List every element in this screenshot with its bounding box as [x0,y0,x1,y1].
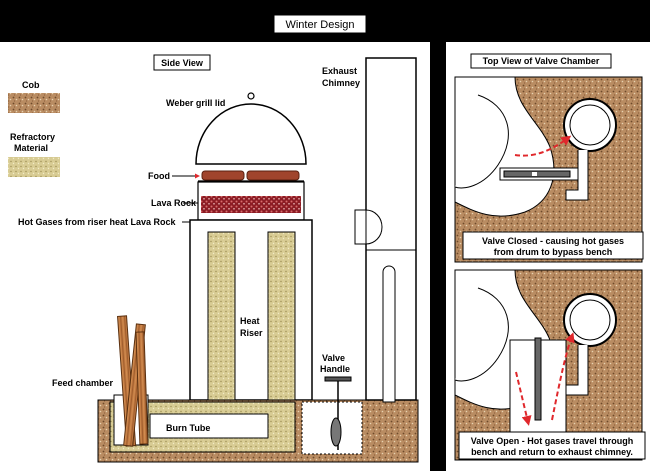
heat-riser-label-1: Heat [240,316,260,326]
exhaust-label-1: Exhaust [322,66,357,76]
legend-cob-label: Cob [22,80,40,90]
riser-wall-right [267,231,296,401]
closed-gas-flow-arrow [514,135,572,157]
closed-caption-box [462,231,644,260]
closed-caption-line-1: Valve Closed - causing hot gases [482,236,624,246]
side-view-heading-box [153,54,211,71]
cleanout-cap [365,209,383,245]
legend-refractory-label-2: Material [14,143,48,153]
food-item-1 [201,170,245,181]
burn-tube-label: Burn Tube [166,423,210,433]
hot-gases-label: Hot Gases from riser heat Lava Rock [18,217,177,227]
valve-closed-view [454,76,643,263]
riser-wall-left [207,231,236,401]
lava-rock-bed [201,196,301,213]
valve-handle-label-2: Handle [320,364,350,374]
valve-open-view [454,269,643,461]
valve-handle-label-1: Valve [322,353,345,363]
valve-pivot-closed [532,172,537,176]
open-gas-flow-up-arrow [551,332,575,421]
open-chimney-inner [569,299,611,341]
exhaust-label-2: Chimney [322,78,360,88]
legend-cob-swatch [8,93,60,113]
open-caption-box [458,431,646,460]
open-bypass-duct [565,345,589,396]
wood-stick-3 [135,331,149,445]
weber-lid-label: Weber grill lid [166,98,225,108]
open-gas-flow-down-arrow [515,371,532,426]
legend-refractory-swatch [8,157,60,177]
valve-handle-bar [324,376,352,382]
title-box [273,14,367,34]
legend-refractory-label-1: Refractory [10,132,55,142]
open-caption-line-1: Valve Open - Hot gases travel through [471,436,634,446]
burn-tube-channel [149,413,269,439]
diagram-title: Winter Design [285,19,354,31]
open-drum-wall [454,287,509,382]
lid-handle [247,92,255,100]
closed-bypass-duct [565,150,589,201]
closed-drum-wall [454,94,509,189]
closed-chimney-inner [569,104,611,146]
grill-lid [195,103,307,165]
cleanout-port [354,209,367,245]
top-view-heading-box [470,53,612,69]
food-label: Food [148,171,170,181]
food-item-2 [246,170,300,181]
closed-caption-line-2: from drum to bypass bench [494,247,613,257]
heat-riser-label-2: Riser [240,328,263,338]
valve-plate-open [534,337,542,421]
side-view-heading: Side View [161,58,204,68]
valve-plate [330,417,342,447]
lava-rock-label: Lava Rock [151,198,197,208]
feed-chamber-label: Feed chamber [52,378,114,388]
top-view-heading: Top View of Valve Chamber [483,56,600,66]
open-caption-line-2: bench and return to exhaust chimney. [471,447,633,457]
chimney-inner-pipe [382,265,396,403]
